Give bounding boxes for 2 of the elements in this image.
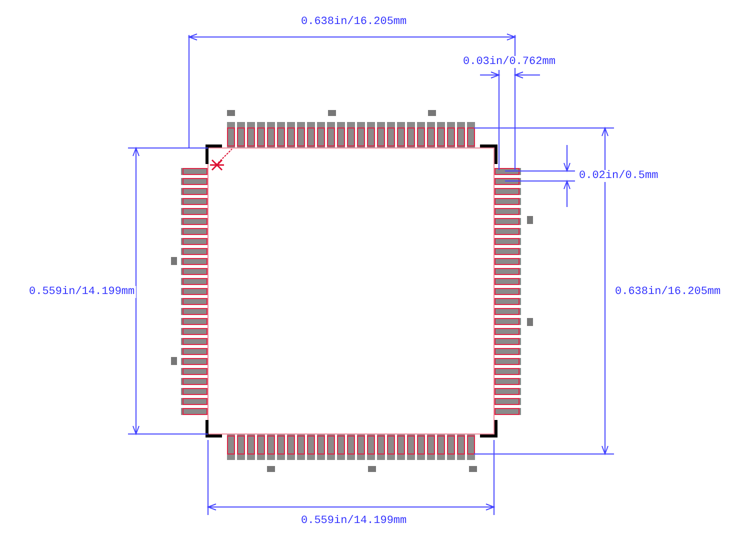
- dimension-label: 0.03in/0.762mm: [462, 56, 556, 68]
- dimension-label: 0.02in/0.5mm: [578, 170, 660, 182]
